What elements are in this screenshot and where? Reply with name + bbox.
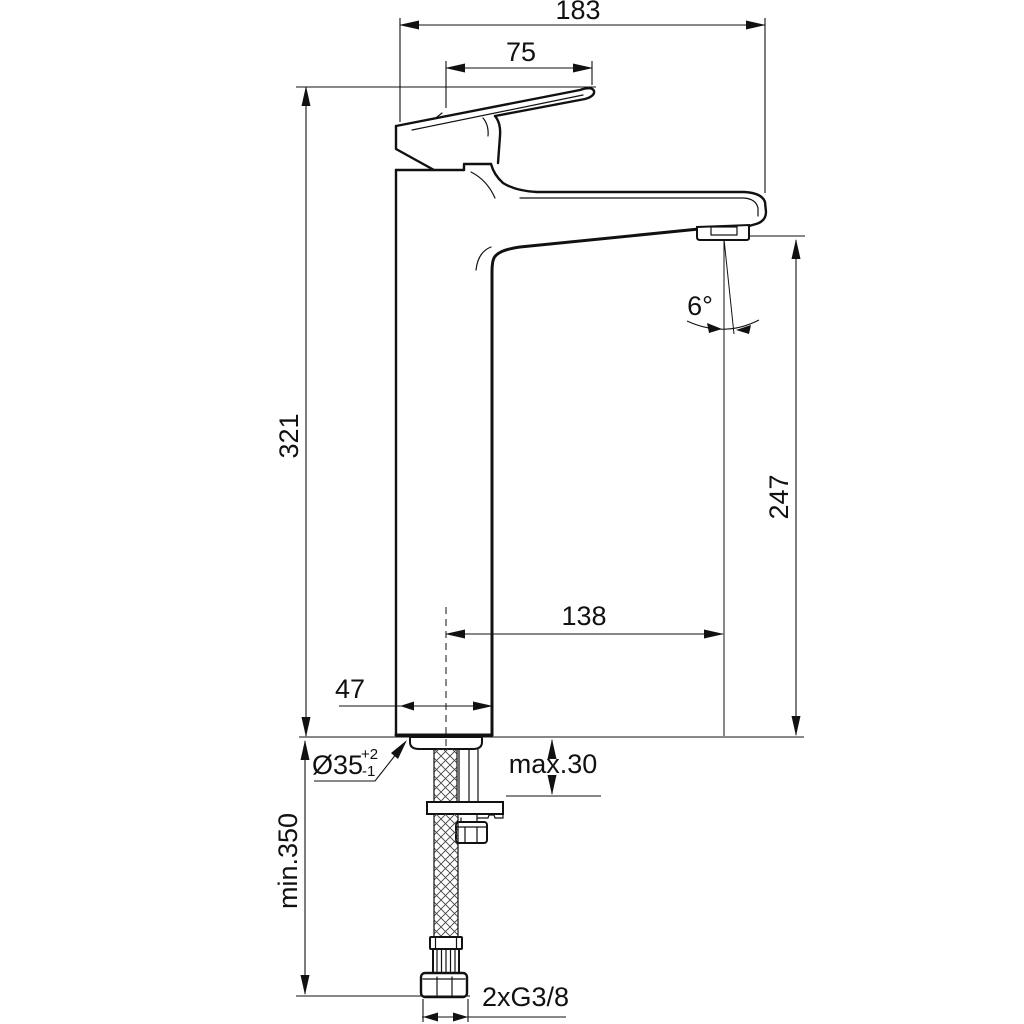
mounting-plate <box>426 801 504 823</box>
dimension-outlet-angle: 6° <box>686 238 760 736</box>
dimension-body-width: 47 <box>335 674 493 711</box>
dim-lever-length-label: 75 <box>506 37 536 67</box>
threaded-stud <box>458 748 479 803</box>
dimension-hole-diameter: Ø35 +2 -1 <box>312 740 407 782</box>
mounting-nut <box>455 821 488 844</box>
dimension-supply-connection: 2xG3/8 <box>422 982 569 1022</box>
dimension-min-hose-length: min.350 <box>273 740 470 997</box>
dim-outlet-height-label: 247 <box>764 474 794 519</box>
dim-hole-tolerance-plus: +2 <box>361 746 378 763</box>
dimension-lever-length: 75 <box>445 37 593 108</box>
dimension-outlet-height: 247 <box>750 235 805 736</box>
supply-hose-lower <box>433 813 459 938</box>
dim-supply-connection-label: 2xG3/8 <box>482 982 569 1012</box>
dim-hole-tolerance-minus: -1 <box>362 763 375 780</box>
dim-max-deck-thickness-label: max.30 <box>509 749 598 779</box>
body-cap <box>394 162 493 172</box>
aerator <box>696 223 750 241</box>
dim-overall-depth-label: 183 <box>555 0 600 25</box>
dimension-total-height: 321 <box>274 86 596 737</box>
dim-spout-reach-label: 138 <box>561 601 606 631</box>
dim-body-width-label: 47 <box>335 674 365 704</box>
handle-lever <box>394 87 596 172</box>
dim-min-hose-length-label: min.350 <box>273 813 303 909</box>
faucet-outline <box>394 87 768 750</box>
dimension-overall-depth: 183 <box>399 0 766 193</box>
body-and-spout <box>394 162 768 737</box>
dimension-max-deck-thickness: max.30 <box>506 739 601 797</box>
supply-hose-upper <box>433 748 458 803</box>
dim-hole-diameter-label: Ø35 <box>312 750 363 780</box>
hose-end-fitting <box>419 936 469 999</box>
dim-total-height-label: 321 <box>274 413 304 458</box>
under-counter-assembly <box>419 748 504 999</box>
dim-outlet-angle-label: 6° <box>687 291 713 321</box>
dimension-spout-reach: 138 <box>445 601 724 639</box>
